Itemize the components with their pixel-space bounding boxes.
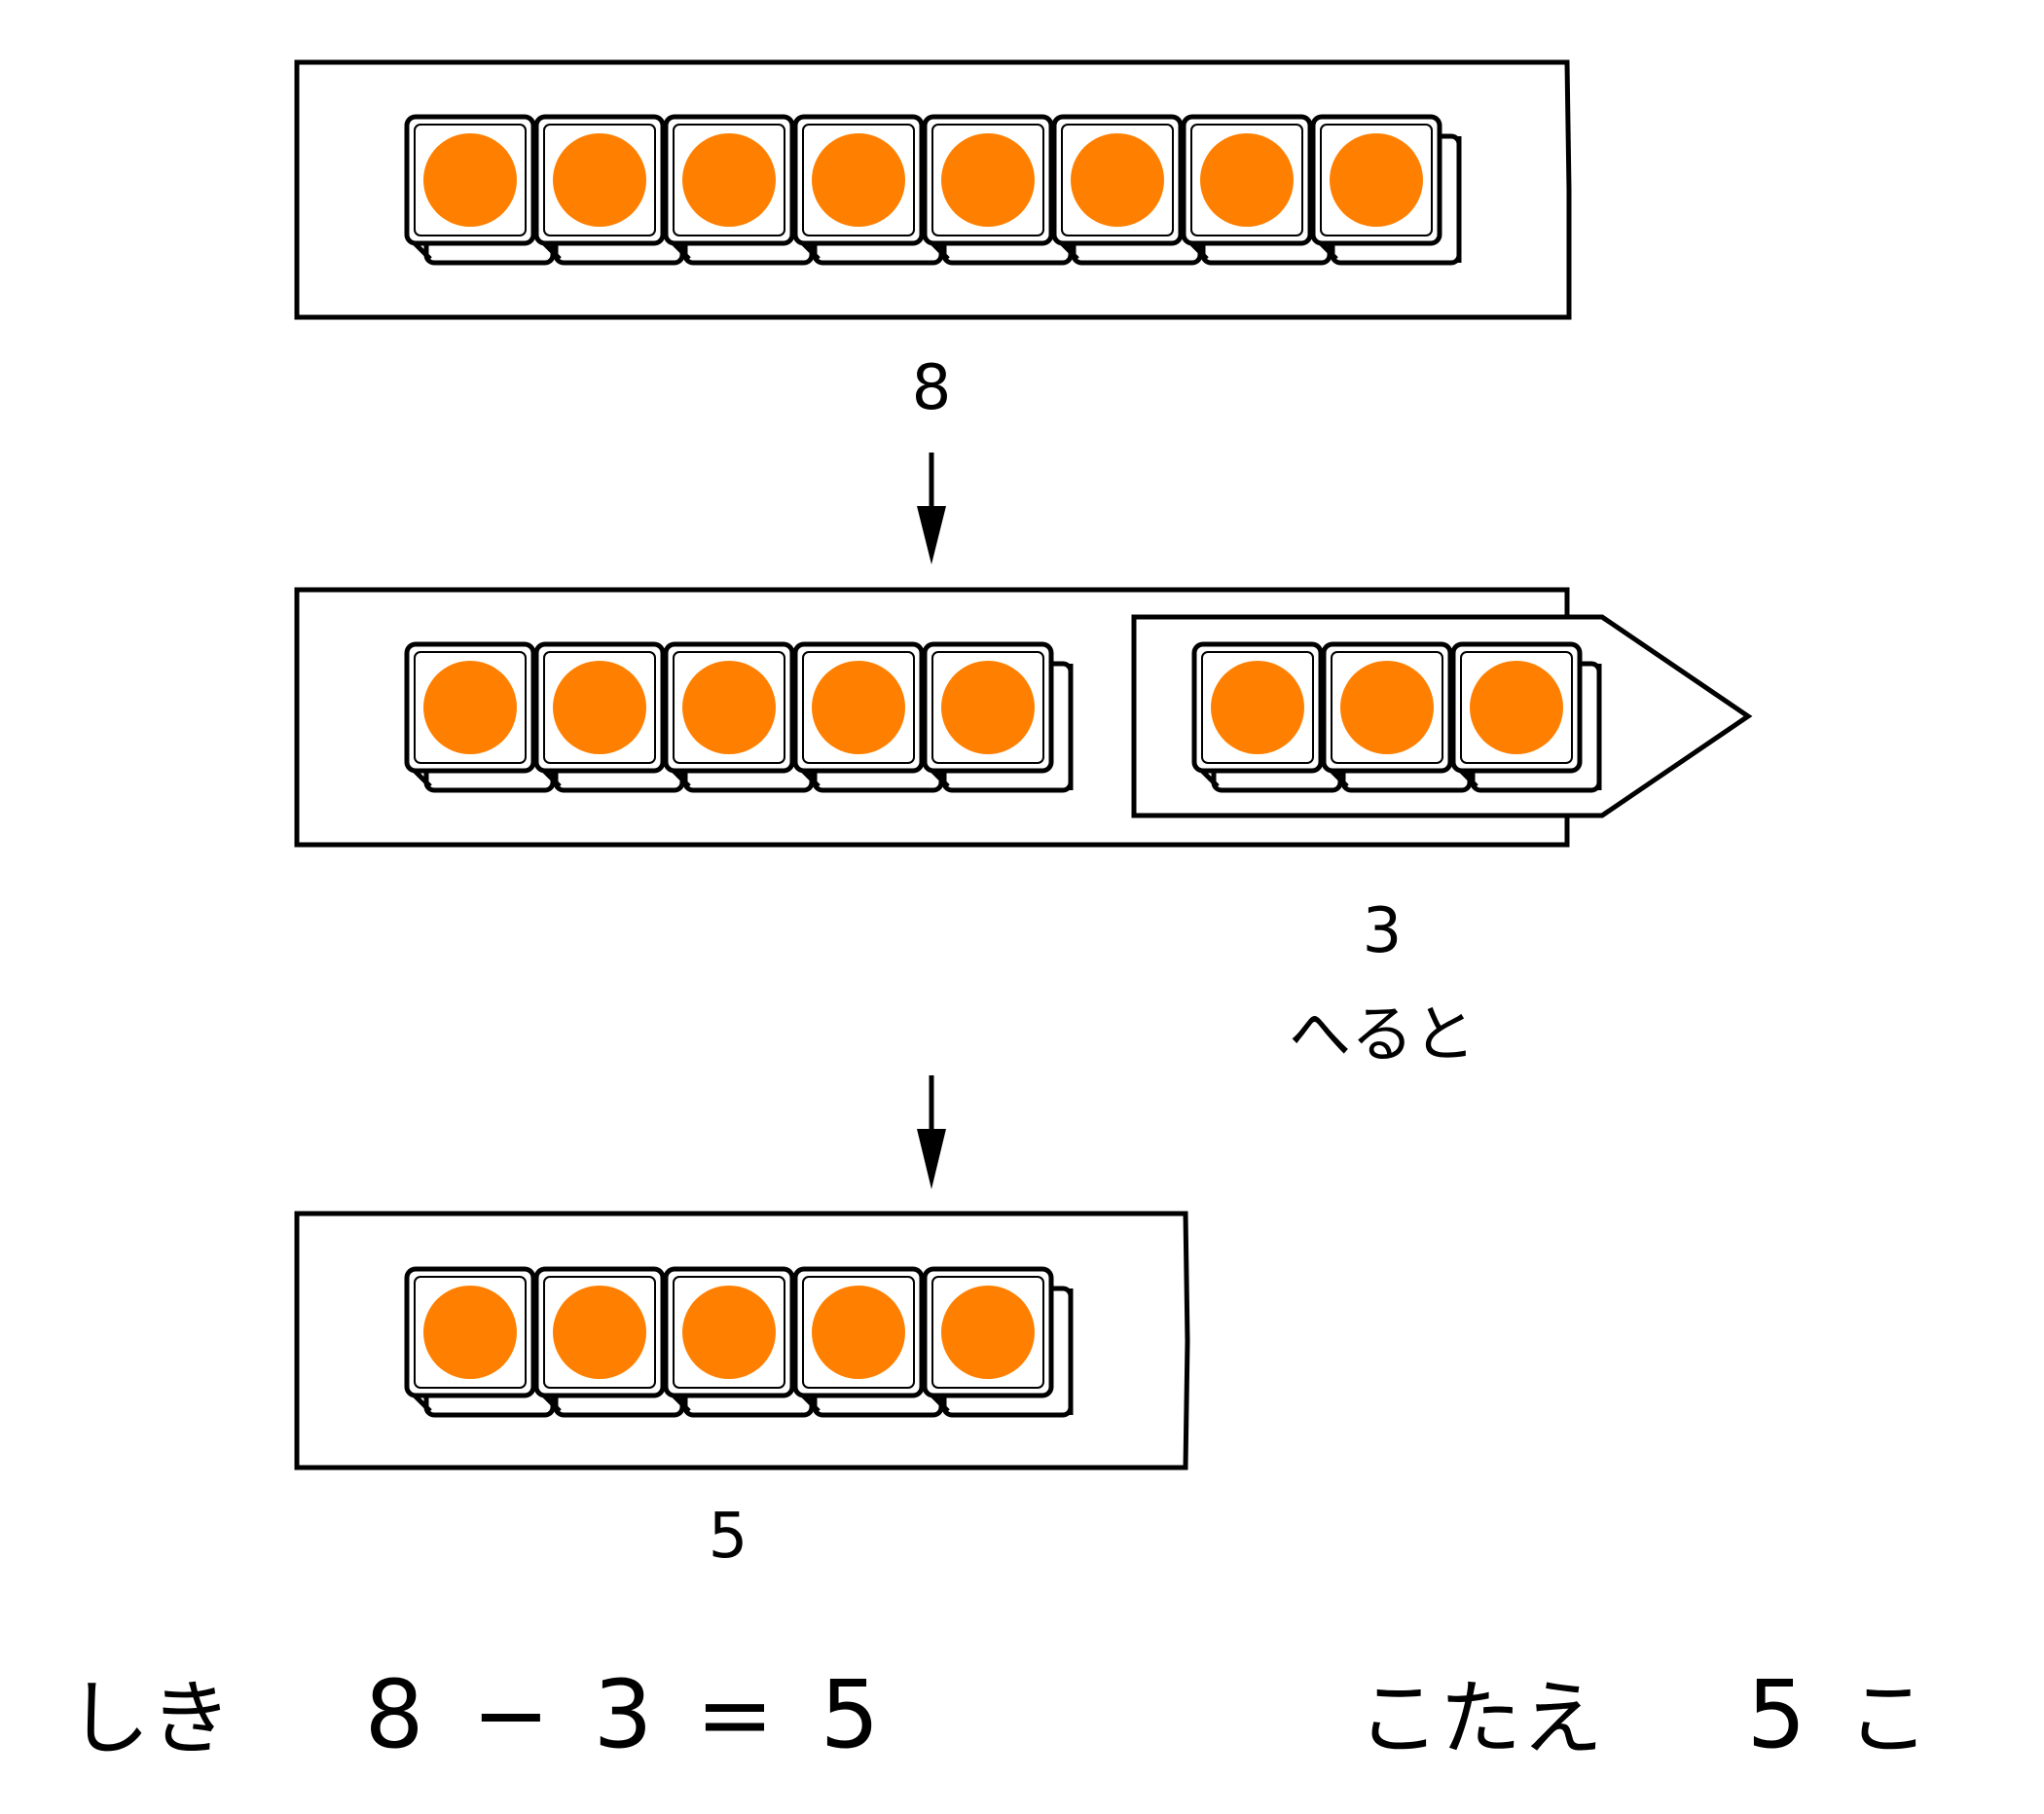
counting-block: [792, 1266, 925, 1413]
down-arrow-2: [917, 1075, 946, 1189]
counting-block: [404, 114, 536, 261]
removed-blocks: [1191, 641, 1602, 793]
result-blocks: [404, 1266, 1074, 1418]
counting-block: [404, 1266, 536, 1413]
equation-line: しき 8 − 3 = 5: [68, 1660, 880, 1769]
start-count-label: 8: [912, 352, 952, 424]
counting-block: [922, 641, 1054, 788]
orange-dot: [812, 1286, 905, 1379]
counting-block: [663, 1266, 795, 1413]
orange-dot: [553, 661, 646, 754]
orange-dot: [1200, 133, 1294, 227]
orange-dot: [1211, 661, 1304, 754]
orange-dot: [812, 133, 905, 227]
counting-block: [922, 1266, 1054, 1413]
orange-dot: [553, 1286, 646, 1379]
equation-subtrahend: 3: [593, 1660, 652, 1769]
equation-result: 5: [820, 1660, 879, 1769]
answer-value: 5: [1746, 1660, 1806, 1769]
removed-block: [1321, 641, 1453, 788]
orange-dot: [1330, 133, 1423, 227]
answer-label: こたえ: [1358, 1671, 1603, 1766]
removed-count-label: 3: [1363, 895, 1403, 967]
orange-dot: [682, 133, 776, 227]
removed-block: [1191, 641, 1324, 788]
counting-block: [533, 114, 666, 261]
equation-minus-sign: −: [472, 1660, 550, 1769]
counting-block: [792, 641, 925, 788]
orange-dot: [812, 661, 905, 754]
orange-dot: [423, 661, 517, 754]
counting-block: [663, 114, 795, 261]
equation-minuend: 8: [364, 1660, 423, 1769]
orange-dot: [941, 133, 1035, 227]
down-arrow-1: [917, 453, 946, 564]
equation-label: しき: [68, 1671, 232, 1766]
counting-block: [922, 114, 1054, 261]
orange-dot: [553, 133, 646, 227]
orange-dot: [682, 1286, 776, 1379]
orange-dot: [423, 133, 517, 227]
orange-dot: [941, 1286, 1035, 1379]
answer-line: こたえ 5 こ: [1358, 1660, 1929, 1769]
orange-dot: [1071, 133, 1164, 227]
counting-block: [1181, 114, 1313, 261]
equation-equals-sign: =: [696, 1660, 774, 1769]
answer-unit: こ: [1847, 1671, 1929, 1766]
counting-block: [663, 641, 795, 788]
counting-block: [533, 641, 666, 788]
middle-row: 3 へると: [294, 587, 1753, 1071]
counting-block: [1310, 114, 1442, 261]
counting-block: [792, 114, 925, 261]
orange-dot: [423, 1286, 517, 1379]
result-row: 5: [294, 1211, 1190, 1573]
removed-caption: へると: [1289, 999, 1476, 1071]
counting-block: [404, 641, 536, 788]
counting-block: [1051, 114, 1184, 261]
orange-dot: [941, 661, 1035, 754]
kept-blocks: [404, 641, 1074, 793]
counting-block: [533, 1266, 666, 1413]
removed-block: [1450, 641, 1583, 788]
start-blocks: [404, 114, 1462, 266]
start-row: 8: [294, 59, 1572, 424]
result-count-label: 5: [709, 1501, 748, 1573]
orange-dot: [1340, 661, 1434, 754]
orange-dot: [1470, 661, 1563, 754]
orange-dot: [682, 661, 776, 754]
